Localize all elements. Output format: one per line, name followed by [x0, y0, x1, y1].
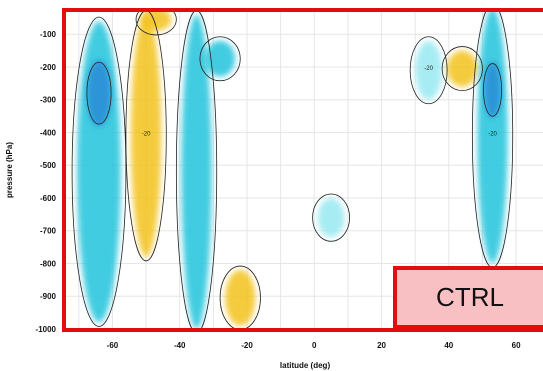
- y-tick-label: -900: [40, 292, 57, 301]
- anomaly-core: [86, 60, 112, 127]
- anomaly-fills: [77, 8, 508, 329]
- contour-line: [135, 8, 177, 36]
- ctrl-label-box: CTRL: [393, 266, 543, 329]
- positive-anomaly-region: [225, 270, 256, 326]
- x-tick-label: -20: [241, 341, 253, 350]
- x-axis-ticks: -60 -40 -20 0 20 40 60: [107, 341, 521, 350]
- contour-line: [71, 16, 127, 327]
- contour-line: [219, 265, 261, 329]
- contour-value-label: -20: [488, 132, 497, 138]
- x-axis-label: latitude (deg): [280, 361, 331, 370]
- y-tick-label: -300: [40, 96, 57, 105]
- highlight-frame: [62, 8, 543, 332]
- contour-line: [441, 46, 483, 92]
- positive-anomaly-region: [141, 8, 172, 31]
- y-tick-label: -600: [40, 194, 57, 203]
- y-tick-label: -400: [40, 128, 57, 137]
- x-tick-label: -60: [107, 341, 119, 350]
- contour-line: [199, 36, 241, 82]
- y-axis-ticks: -100 -200 -300 -400 -500 -600 -700 -800 -900 -100…: [36, 30, 57, 334]
- y-tick-label: -200: [40, 63, 57, 72]
- x-tick-label: -40: [174, 341, 186, 350]
- contour-value-label: -20: [142, 132, 151, 138]
- y-tick-label: -800: [40, 259, 57, 268]
- y-axis-label: pressure (hPa): [5, 142, 14, 198]
- contour-line-inner: [86, 61, 112, 125]
- contour-value-label: -20: [424, 66, 433, 72]
- contour-line: [409, 36, 448, 105]
- x-tick-label: 40: [444, 341, 453, 350]
- negative-anomaly-region: [204, 40, 236, 77]
- contour-line: [312, 193, 350, 242]
- y-tick-label: -1000: [36, 325, 57, 334]
- contour-line-inner: [483, 63, 503, 117]
- y-tick-label: -500: [40, 161, 57, 170]
- positive-anomaly-region: [130, 14, 162, 257]
- positive-anomaly-region: [447, 50, 478, 87]
- contour-labels: -20 -20 -20: [142, 66, 498, 138]
- negative-anomaly-region: [415, 40, 443, 100]
- negative-anomaly-region: [317, 197, 345, 238]
- negative-anomaly-region: [181, 14, 212, 329]
- y-tick-label: -700: [40, 227, 57, 236]
- x-tick-label: 20: [377, 341, 386, 350]
- x-tick-label: 60: [512, 341, 521, 350]
- anomaly-core: [484, 61, 501, 118]
- ctrl-label: CTRL: [436, 282, 504, 312]
- y-tick-label: -100: [40, 30, 57, 39]
- x-tick-label: 0: [312, 341, 317, 350]
- negative-anomaly-region: [477, 8, 508, 264]
